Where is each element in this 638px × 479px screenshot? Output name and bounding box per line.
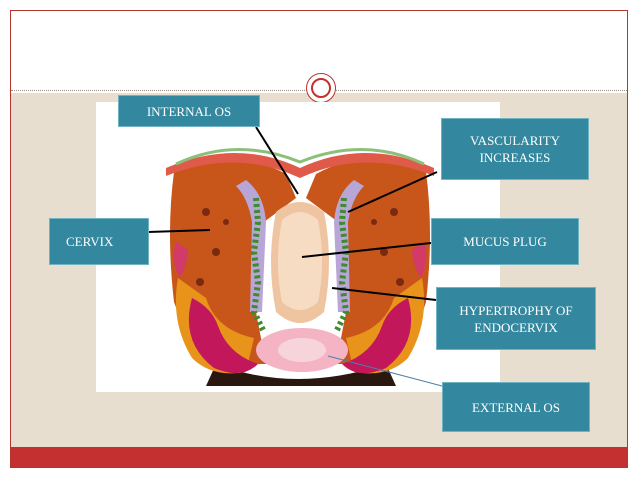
label-vascularity-increases: VASCULARITY INCREASES (441, 118, 589, 180)
label-cervix: CERVIX (49, 218, 149, 265)
cervix-cross-section-graphic (166, 148, 434, 386)
label-mucus-plug: MUCUS PLUG (431, 218, 579, 265)
label-external-os: EXTERNAL OS (442, 382, 590, 432)
label-hypertrophy-endocervix: HYPERTROPHY OF ENDOCERVIX (436, 287, 596, 350)
footer-bar (11, 447, 627, 467)
label-internal-os: INTERNAL OS (118, 95, 260, 127)
circle-ornament-icon (306, 73, 336, 103)
